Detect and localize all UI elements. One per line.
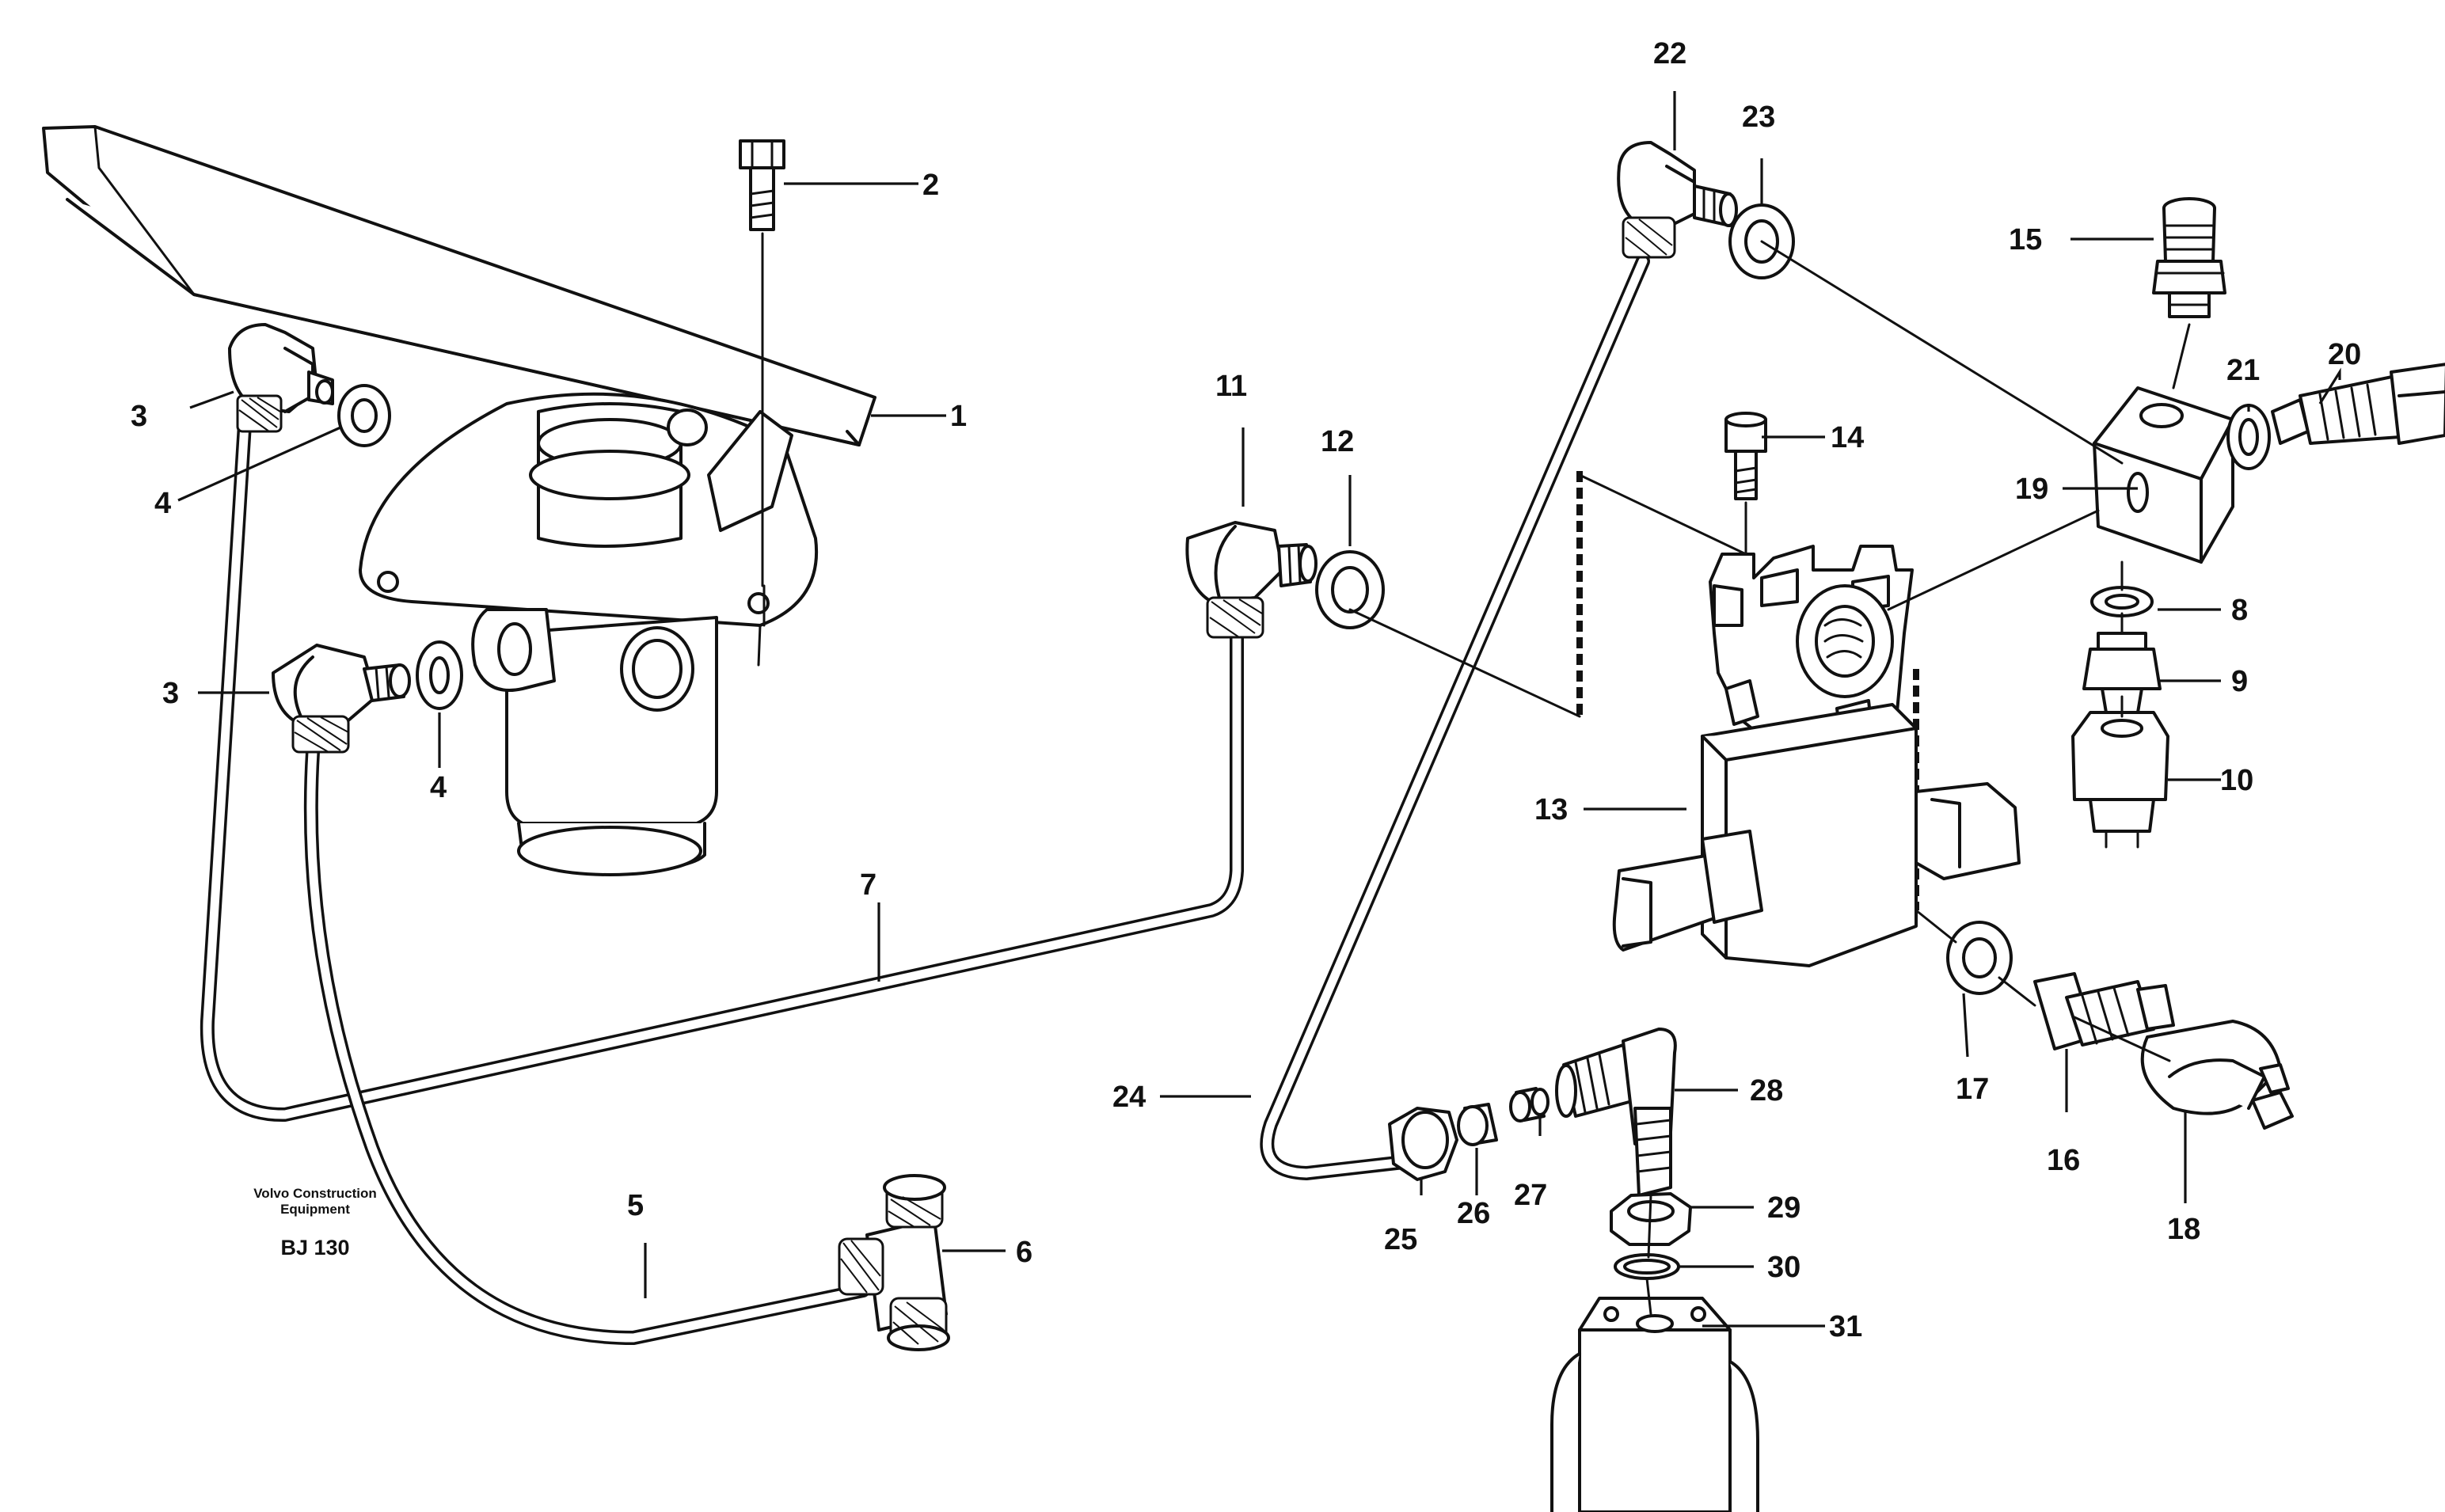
callout-28: 28 xyxy=(1750,1074,1783,1107)
callout-26: 26 xyxy=(1457,1197,1490,1230)
callout-11: 11 xyxy=(1215,370,1247,403)
elbow-union-11 xyxy=(1185,521,1385,639)
callout-14: 14 xyxy=(1831,421,1864,454)
callout-16: 16 xyxy=(2047,1144,2080,1177)
brake-pedal-valve xyxy=(42,125,876,876)
drawing-code: BJ 130 xyxy=(280,1236,349,1259)
callout-21: 21 xyxy=(2226,354,2260,387)
pressure-connector-15 xyxy=(2152,197,2226,389)
callout-4-upper: 4 xyxy=(154,487,171,520)
callout-25: 25 xyxy=(1384,1223,1417,1256)
tee-block-19 xyxy=(2093,386,2234,564)
bolt-14 xyxy=(1724,412,1767,556)
callout-24: 24 xyxy=(1112,1081,1146,1114)
callout-4-lower: 4 xyxy=(430,771,447,804)
callout-22: 22 xyxy=(1653,37,1686,70)
callout-13: 13 xyxy=(1534,793,1568,826)
callout-19: 19 xyxy=(2015,473,2048,506)
switch-assembly-16-17-18 xyxy=(1946,921,2294,1130)
leader-lines xyxy=(177,91,2341,1328)
callout-7: 7 xyxy=(860,868,876,902)
callout-9: 9 xyxy=(2231,665,2248,698)
callout-8: 8 xyxy=(2231,594,2248,627)
brand-line-2: Equipment xyxy=(280,1202,350,1217)
callout-18: 18 xyxy=(2167,1213,2200,1246)
callout-3-upper: 3 xyxy=(131,400,147,433)
callout-3-lower: 3 xyxy=(162,677,179,710)
elbow-union-3-lower xyxy=(272,640,463,754)
callout-20: 20 xyxy=(2328,338,2361,371)
maker-mark: Volvo Construction Equipment BJ 130 xyxy=(253,1186,377,1259)
solenoid-valve-13 xyxy=(1576,471,2021,967)
callout-30: 30 xyxy=(1767,1251,1800,1284)
elbow-union-3-upper xyxy=(228,323,391,447)
pipe-fittings-25-26-27 xyxy=(1388,1087,1550,1181)
pipe-lines xyxy=(200,254,1650,1345)
bolt-2 xyxy=(739,139,785,587)
callout-27: 27 xyxy=(1514,1179,1547,1212)
callout-2: 2 xyxy=(922,169,939,202)
valve-body-31 xyxy=(1550,1297,1759,1512)
callout-labels: 1 2 3 3 4 4 5 6 7 8 9 10 11 12 13 14 15 … xyxy=(131,37,2361,1343)
callout-15: 15 xyxy=(2009,223,2042,256)
switch-assembly-8-9-10 xyxy=(2071,586,2169,849)
callout-10: 10 xyxy=(2220,764,2253,797)
callout-12: 12 xyxy=(1321,425,1354,458)
elbow-adapter-28 xyxy=(1555,1028,1677,1197)
brand-line-1: Volvo Construction xyxy=(253,1186,377,1201)
callout-6: 6 xyxy=(1016,1236,1032,1269)
callout-29: 29 xyxy=(1767,1191,1800,1225)
callout-31: 31 xyxy=(1829,1310,1862,1343)
callout-1: 1 xyxy=(950,400,967,433)
banjo-bolt-20 xyxy=(2226,363,2445,470)
callout-5: 5 xyxy=(627,1189,644,1222)
elbow-union-22 xyxy=(1617,141,1795,279)
callout-17: 17 xyxy=(1956,1073,1989,1106)
tee-connector-6 xyxy=(838,1174,950,1351)
callout-23: 23 xyxy=(1742,101,1775,134)
